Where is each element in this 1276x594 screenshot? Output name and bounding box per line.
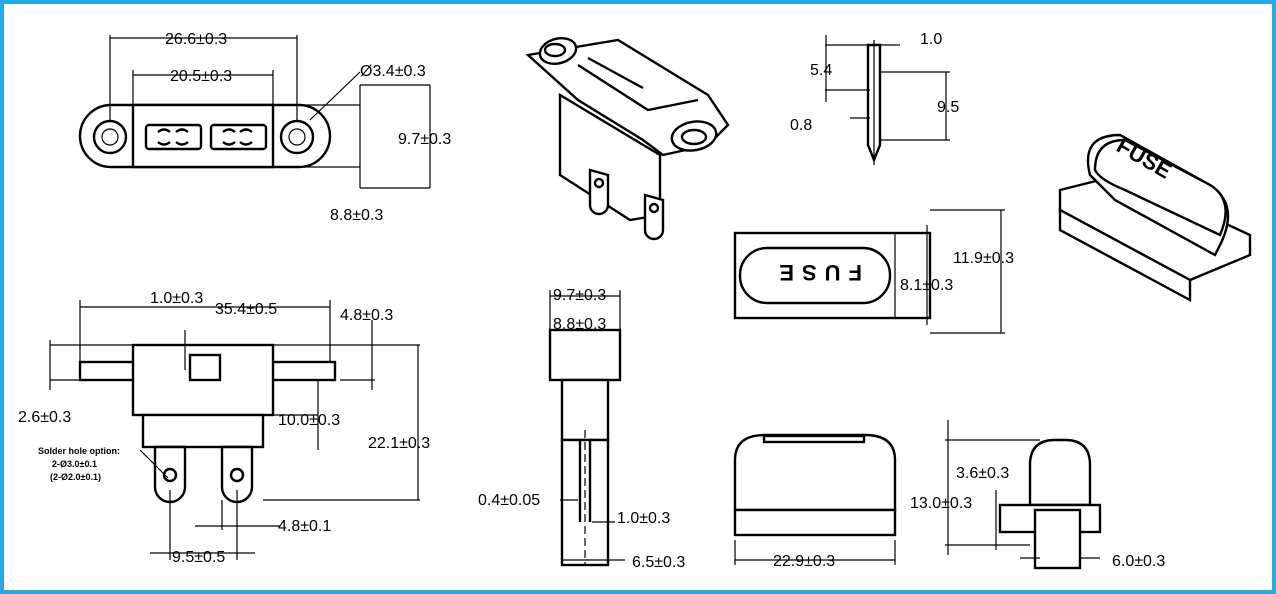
side-view <box>49 300 420 560</box>
dim-10-0: 10.0±0.3 <box>278 412 340 429</box>
side-lower <box>141 413 265 449</box>
side-terminal-1 <box>153 445 187 504</box>
cap-fuse-label: FUSE <box>771 260 862 285</box>
terminal-detail <box>825 35 950 165</box>
iso-terminal-1 <box>588 168 610 216</box>
side-tab <box>188 353 222 382</box>
end-view <box>548 290 625 567</box>
dim-26-6: 26.6±0.3 <box>165 31 227 48</box>
solder-note-b: (2-Ø2.0±0.1) <box>50 472 101 482</box>
dim-0-4: 0.4±0.05 <box>478 492 540 509</box>
dim-22-9: 22.9±0.3 <box>773 553 835 570</box>
dim-9-5: 9.5 <box>937 99 959 116</box>
dim-2-6: 2.6±0.3 <box>18 409 71 426</box>
dim-8-1: 8.1±0.3 <box>900 277 953 294</box>
dim-6-0: 6.0±0.3 <box>1112 553 1165 570</box>
cap-top-view <box>733 209 1005 334</box>
solder-note-a: 2-Ø3.0±0.1 <box>52 459 97 469</box>
end-top <box>548 328 622 382</box>
dim-35-4: 35.4±0.5 <box>215 301 277 318</box>
cap-side-view <box>733 433 897 565</box>
mount-hole-left <box>92 119 128 155</box>
holder-body-top <box>131 103 275 169</box>
dim-4-8: 4.8±0.3 <box>340 307 393 324</box>
dim-9-7-end: 9.7±0.3 <box>553 287 606 304</box>
dim-1-0-side: 1.0±0.3 <box>150 290 203 307</box>
dim-9-5-side: 9.5±0.5 <box>172 549 225 566</box>
dim-20-5: 20.5±0.3 <box>170 68 232 85</box>
dim-6-5: 6.5±0.3 <box>632 554 685 571</box>
dim-hole-dia: Ø3.4±0.3 <box>360 63 426 80</box>
iso-terminal-2 <box>643 193 665 241</box>
dim-8-8: 8.8±0.3 <box>330 207 383 224</box>
dim-0-8: 0.8 <box>790 117 812 134</box>
contact-slot-right <box>209 123 268 151</box>
cap-label-area <box>738 246 892 305</box>
dim-11-9: 11.9±0.3 <box>953 250 1014 267</box>
dim-9-7: 9.7±0.3 <box>398 131 451 148</box>
holder-iso-view <box>525 36 730 241</box>
dim-5-4: 5.4 <box>810 62 832 79</box>
dim-3-6: 3.6±0.3 <box>956 465 1009 482</box>
cap-iso-view <box>1058 133 1252 303</box>
dim-1-0-end: 1.0±0.3 <box>617 510 670 527</box>
cap-end-view <box>945 420 1102 570</box>
side-terminal-2 <box>220 445 254 504</box>
mount-hole-right <box>279 119 315 155</box>
dim-4-8-side: 4.8±0.1 <box>278 518 331 535</box>
solder-note-title: Solder hole option: <box>38 446 120 456</box>
contact-slot-left <box>144 123 203 151</box>
dim-13-0: 13.0±0.3 <box>910 495 972 512</box>
dim-1-0: 1.0 <box>920 31 942 48</box>
dim-22-1: 22.1±0.3 <box>368 435 430 452</box>
dim-8-8-end: 8.8±0.3 <box>553 316 606 333</box>
top-view <box>78 35 431 189</box>
